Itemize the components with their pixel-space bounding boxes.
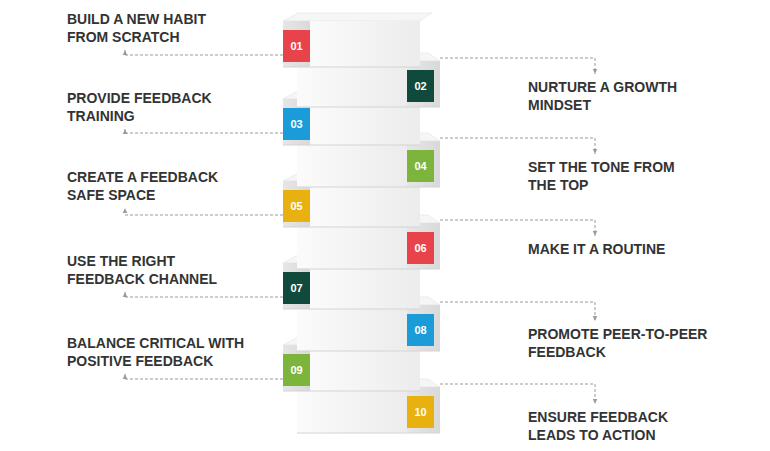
number-tag: 04 — [407, 150, 434, 182]
leader-line — [440, 138, 595, 154]
step-label: NURTURE A GROWTH MINDSET — [528, 78, 718, 114]
step-label: ENSURE FEEDBACK LEADS TO ACTION — [528, 408, 718, 444]
block-tower — [283, 13, 440, 433]
callout-number: 09 — [290, 364, 302, 377]
callout-number: 05 — [290, 200, 302, 213]
number-tag: 08 — [407, 314, 434, 346]
number-tag: 01 — [283, 30, 310, 62]
callout-number: 04 — [414, 160, 426, 173]
callout-number: 06 — [414, 242, 426, 255]
leader-line — [125, 374, 283, 379]
number-tag: 06 — [407, 232, 434, 264]
number-tag: 07 — [283, 272, 310, 304]
step-label: USE THE RIGHT FEEDBACK CHANNEL — [67, 252, 252, 288]
number-tag: 05 — [283, 190, 310, 222]
step-label: BALANCE CRITICAL WITH POSITIVE FEEDBACK — [67, 334, 272, 370]
number-tag: 09 — [283, 354, 310, 386]
callout-number: 03 — [290, 118, 302, 131]
step-label: CREATE A FEEDBACK SAFE SPACE — [67, 168, 247, 204]
leader-line — [125, 50, 283, 55]
step-label: PROVIDE FEEDBACK TRAINING — [67, 89, 247, 125]
step-label: SET THE TONE FROM THE TOP — [528, 158, 688, 194]
callout-number: 07 — [290, 282, 302, 295]
leader-line — [125, 292, 283, 297]
step-label: BUILD A NEW HABIT FROM SCRATCH — [67, 10, 242, 46]
leader-line — [125, 208, 283, 215]
callout-number: 01 — [290, 40, 302, 53]
leader-line — [440, 302, 595, 321]
leader-line — [440, 220, 595, 236]
leader-line — [125, 129, 283, 133]
callout-number: 10 — [414, 406, 426, 419]
number-tag: 10 — [407, 396, 434, 428]
step-label: PROMOTE PEER-TO-PEER FEEDBACK — [528, 325, 743, 361]
callout-number: 02 — [414, 80, 426, 93]
step-label: MAKE IT A ROUTINE — [528, 240, 748, 258]
tower-block — [283, 13, 432, 67]
callout-number: 08 — [414, 324, 426, 337]
number-tag: 03 — [283, 108, 310, 140]
number-tag: 02 — [407, 70, 434, 102]
leader-line — [440, 58, 595, 74]
leader-line — [440, 384, 595, 404]
